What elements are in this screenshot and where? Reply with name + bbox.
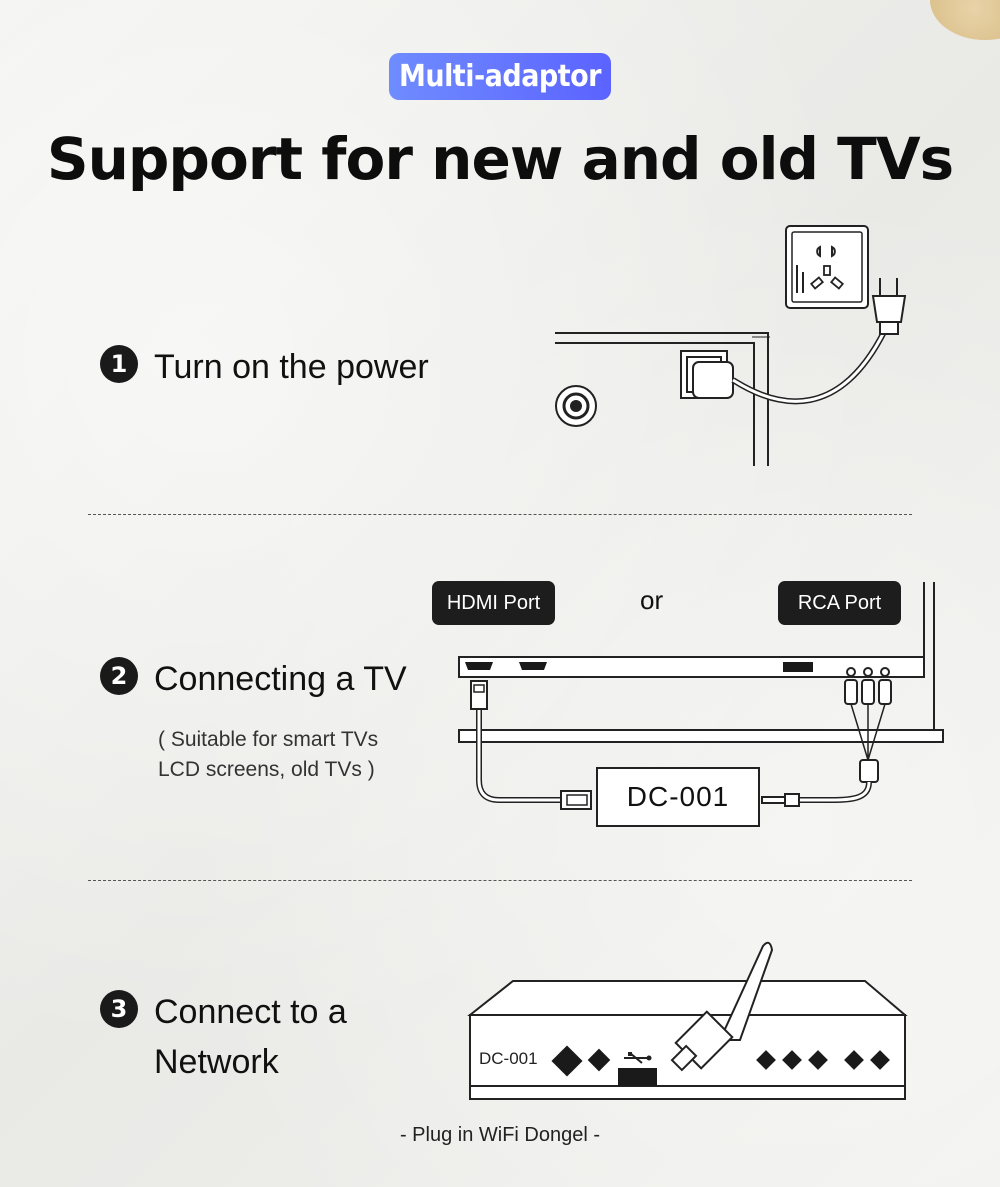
- power-socket-icon: [785, 225, 869, 309]
- step-number: 2: [100, 657, 138, 695]
- power-plug-icon: [871, 278, 907, 335]
- hdmi-port-label: HDMI Port: [432, 581, 555, 625]
- step-title-line: Turn on the power: [154, 348, 429, 386]
- box-buttons: [551, 1045, 890, 1077]
- power-port-icon: [680, 328, 888, 405]
- device-box-dc001: DC-001: [596, 767, 760, 827]
- note-line: ( Suitable for smart TVs: [158, 728, 379, 751]
- note-line: LCD screens, old TVs ): [158, 758, 375, 781]
- divider: [88, 880, 912, 881]
- step-number: 1: [100, 345, 138, 383]
- rca-port-label: RCA Port: [778, 581, 901, 625]
- step-number: 3: [100, 990, 138, 1028]
- or-label: or: [640, 585, 664, 615]
- step-2-note: ( Suitable for smart TVs LCD screens, ol…: [158, 725, 378, 785]
- hdmi-cable: [470, 680, 592, 810]
- av-jack-icon: [555, 385, 597, 427]
- wifi-dongle-icon: [670, 941, 774, 1072]
- step-title-line: Connect to a: [154, 993, 347, 1031]
- step-title: Turn on the power: [154, 342, 429, 392]
- rca-plug-icon: [761, 667, 892, 807]
- hdmi-ports: [465, 662, 813, 672]
- caption: - Plug in WiFi Dongel -: [399, 1124, 601, 1146]
- step-1: 1 Turn on the power: [100, 342, 429, 392]
- step-title-line: Connecting a TV: [154, 660, 407, 698]
- usb-icon: [618, 1052, 657, 1086]
- step-title-line: Network: [154, 1043, 279, 1081]
- step-2: 2 Connecting a TV: [100, 654, 407, 704]
- headline: Support for new and old TVs: [46, 125, 954, 193]
- step-3: 3 Connect to a Network: [100, 987, 347, 1087]
- step-title: Connect to a Network: [154, 987, 347, 1087]
- step-title: Connecting a TV: [154, 654, 407, 704]
- tv-corner-illustration: [555, 332, 770, 466]
- divider: [88, 514, 912, 515]
- badge: Multi-adaptor: [389, 53, 611, 100]
- box-label: DC-001: [479, 1049, 538, 1068]
